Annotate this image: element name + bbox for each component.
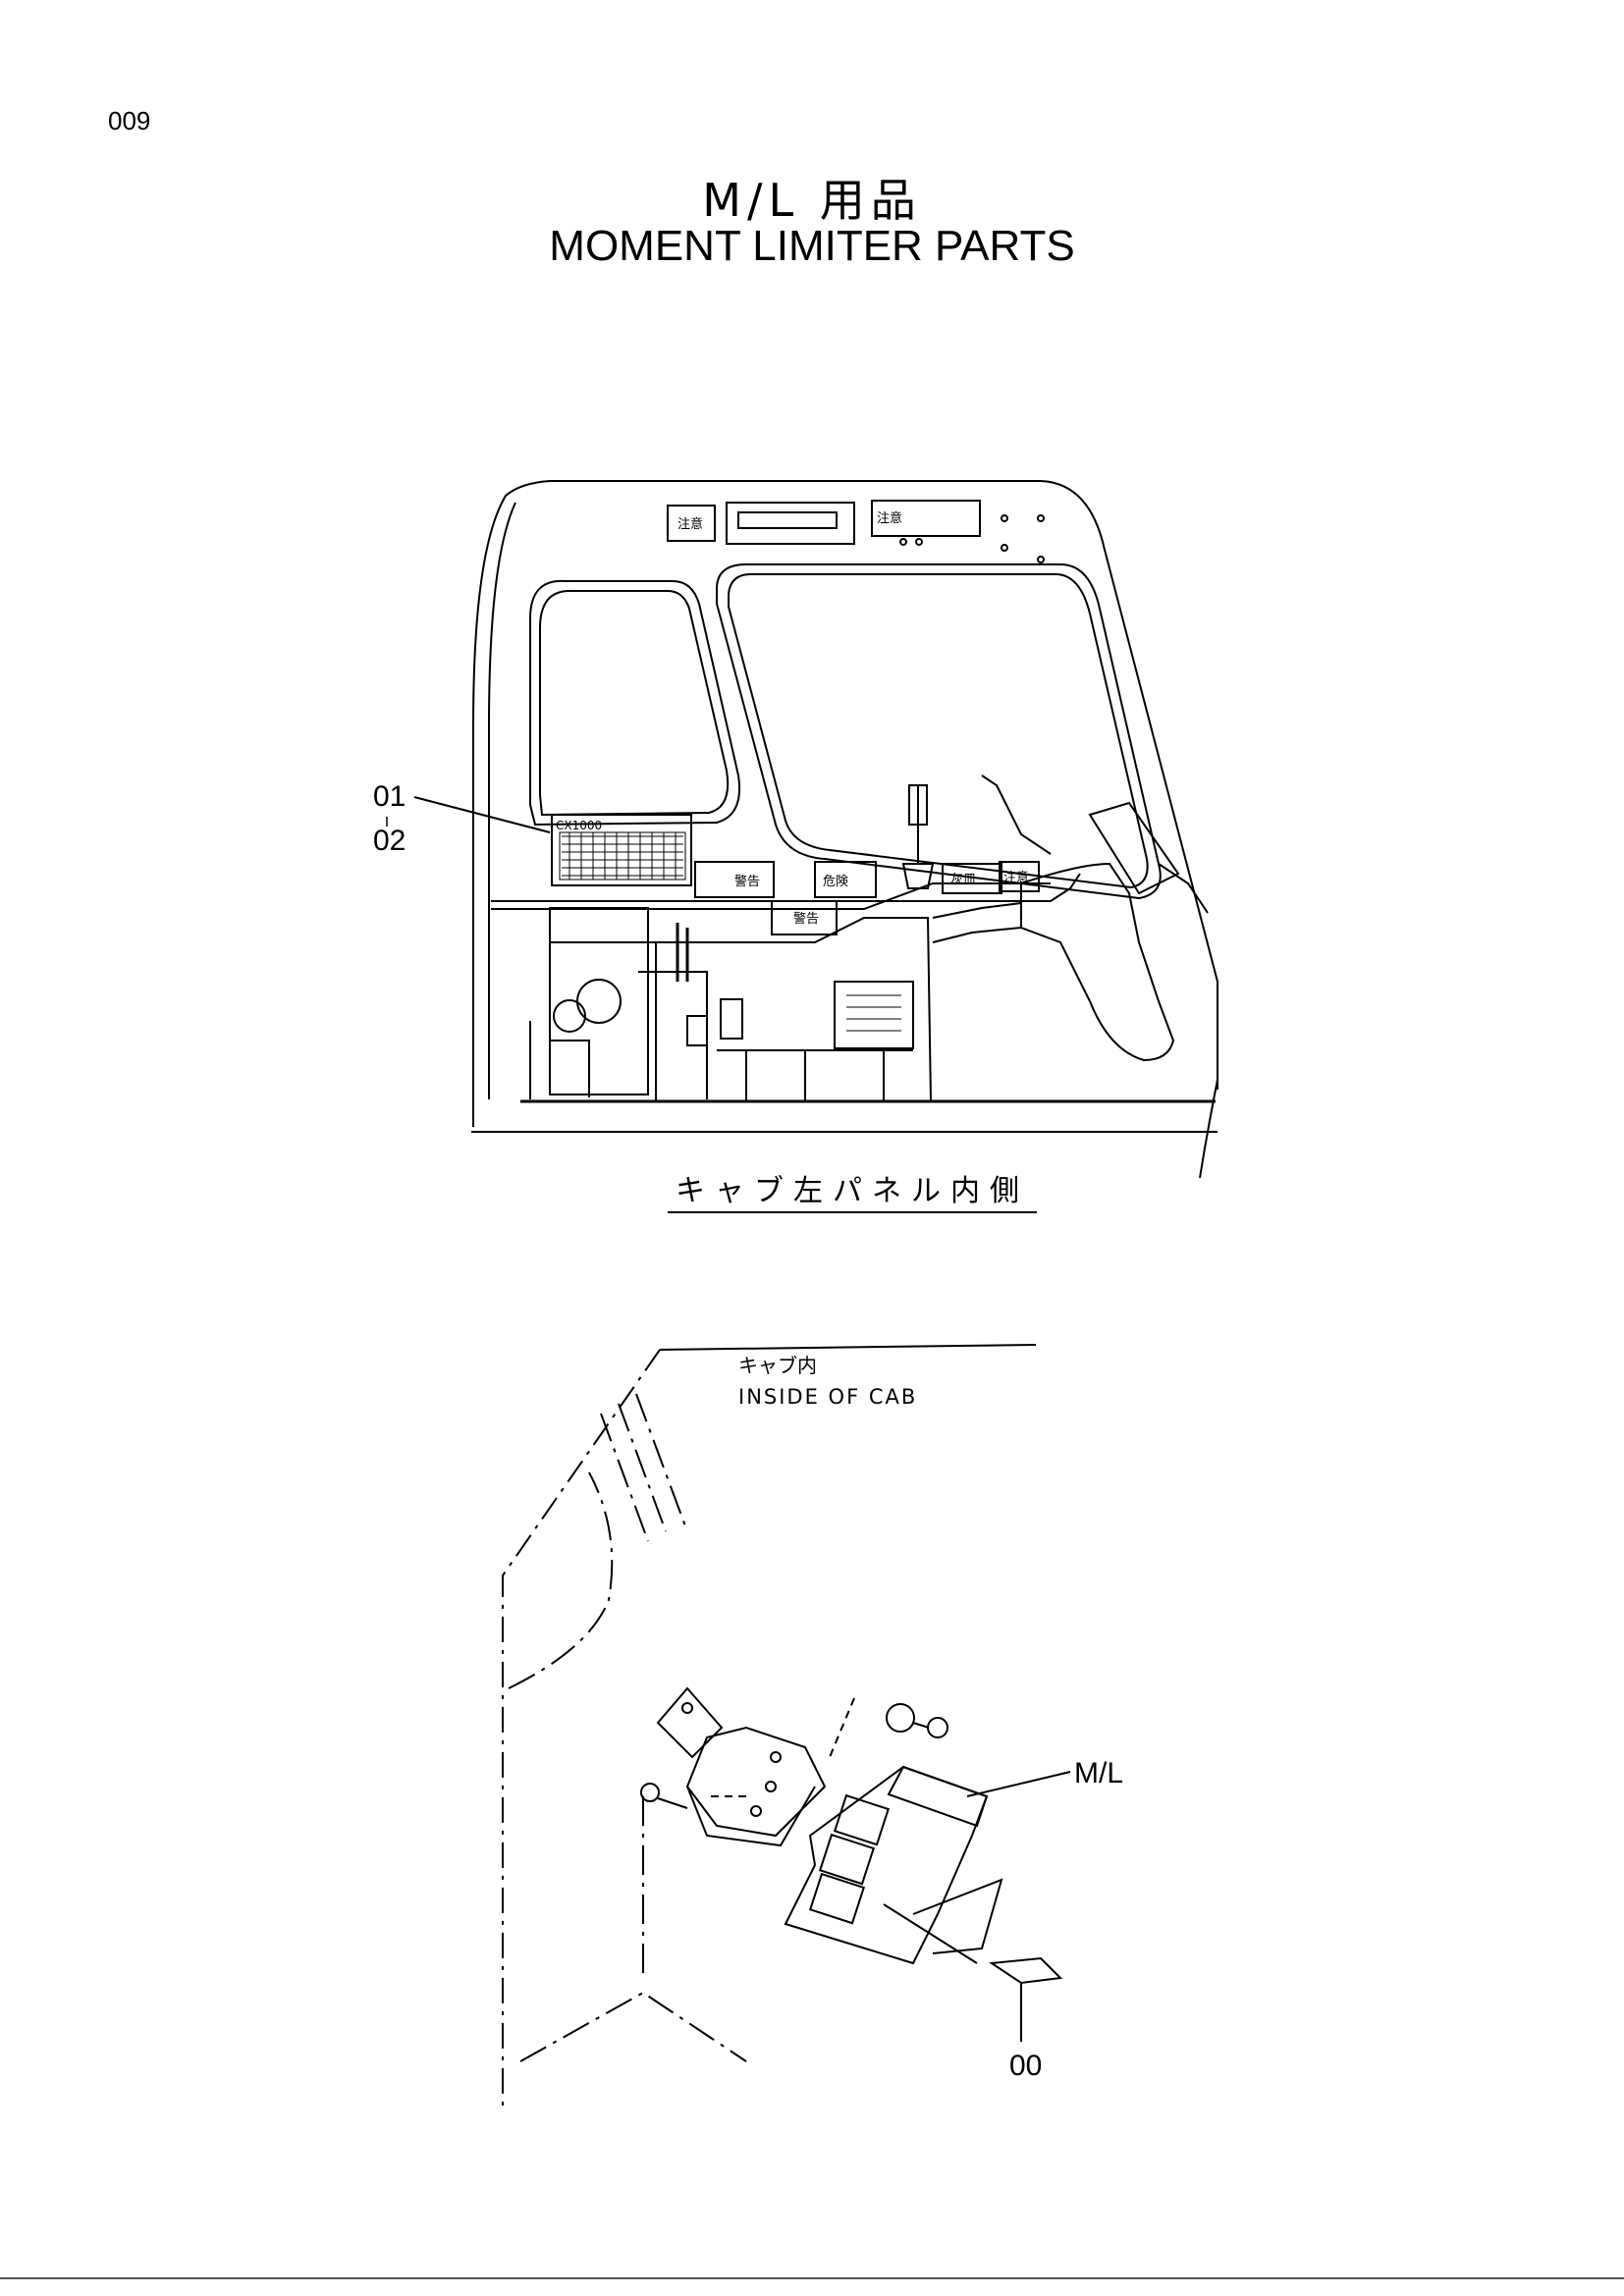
page-number: 009 xyxy=(108,106,151,135)
caution-label-top-left: 注意 xyxy=(677,516,703,532)
callout-01: 01 xyxy=(373,780,406,813)
inside-cab-heading-jp: キャブ内 xyxy=(738,1354,817,1377)
cx1000-plate-label: CX1000 xyxy=(556,819,602,832)
page-title-jp: M/L 用品 xyxy=(702,174,922,227)
footer-rule xyxy=(0,2277,1624,2279)
callout-leader-01 xyxy=(413,796,551,833)
warning-label-1: 警告 xyxy=(734,874,760,889)
warning-label-2: 警告 xyxy=(793,911,819,927)
inside-cab-heading-en: INSIDE OF CAB xyxy=(738,1385,917,1409)
figure1-caption: キャブ左パネル内側 xyxy=(668,1166,1037,1213)
caution-label-top-right: 注意 xyxy=(877,510,902,526)
caution-label-right: 注意 xyxy=(1003,870,1029,885)
callout-02: 02 xyxy=(373,825,406,857)
callout-00: 00 xyxy=(1009,2050,1043,2082)
page-title-en: MOMENT LIMITER PARTS xyxy=(549,222,1075,270)
danger-label: 危険 xyxy=(823,875,848,889)
ashtray-label: 灰皿 xyxy=(950,873,976,887)
callout-ml: M/L xyxy=(1074,1757,1124,1789)
